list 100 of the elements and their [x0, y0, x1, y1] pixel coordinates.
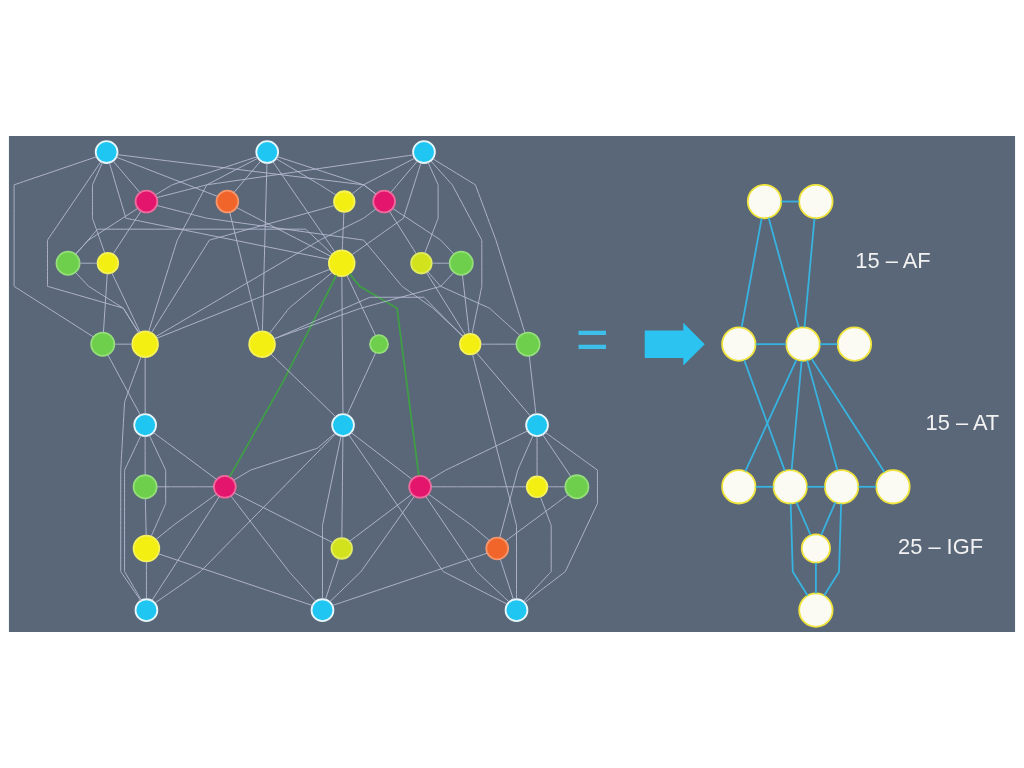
node-circle	[410, 252, 433, 275]
connector	[767, 216, 800, 329]
connector	[158, 553, 313, 606]
connector	[499, 558, 514, 600]
connector	[789, 502, 809, 597]
connector	[389, 211, 417, 255]
connector	[236, 207, 332, 257]
connector	[155, 208, 377, 337]
node-circle	[372, 189, 396, 214]
node-circle	[310, 598, 335, 622]
connector	[148, 434, 167, 537]
connector	[462, 274, 470, 335]
connector	[111, 272, 141, 333]
connector	[229, 212, 260, 332]
node-circle	[215, 189, 240, 214]
connector	[744, 359, 798, 473]
connector	[120, 356, 142, 602]
node-circle	[721, 469, 757, 505]
connector	[790, 360, 803, 471]
node-circle	[515, 331, 541, 357]
node-circle	[836, 326, 873, 362]
node-circle	[798, 592, 834, 628]
connector	[795, 501, 812, 536]
connector	[425, 271, 466, 336]
connector	[431, 262, 451, 264]
connector	[536, 435, 538, 477]
connector	[13, 156, 98, 338]
connector	[523, 496, 552, 602]
node-circle	[131, 330, 159, 358]
label: =	[575, 307, 609, 371]
node-circle	[369, 334, 389, 355]
connector	[428, 493, 490, 541]
connector	[273, 271, 455, 340]
connector	[109, 162, 330, 260]
connector	[107, 354, 141, 416]
connector	[114, 343, 133, 345]
connector	[341, 435, 344, 539]
connector	[430, 160, 483, 334]
connector	[815, 562, 817, 595]
connector	[112, 160, 141, 194]
node-circle	[785, 326, 821, 362]
connector	[228, 274, 338, 478]
node-circle	[798, 183, 834, 220]
connector	[348, 273, 420, 477]
connector	[499, 435, 534, 539]
node-circle	[525, 413, 549, 437]
connector	[261, 162, 268, 332]
connector	[124, 434, 142, 601]
connector	[346, 352, 377, 416]
connector	[47, 161, 140, 334]
node-circle	[333, 190, 356, 213]
connector	[392, 208, 455, 255]
node-circle	[824, 469, 860, 505]
connector	[116, 156, 218, 197]
connector	[148, 157, 259, 332]
connector	[156, 486, 214, 488]
node-circle	[459, 333, 482, 356]
connector	[743, 359, 786, 472]
connector	[350, 432, 413, 480]
node-circle	[255, 140, 280, 164]
node-circle	[746, 183, 783, 220]
connector	[427, 271, 521, 336]
connector	[348, 434, 508, 605]
connector	[424, 161, 439, 254]
node-circle	[412, 140, 436, 164]
connector	[151, 205, 336, 334]
node-circle	[448, 250, 474, 276]
connector	[348, 493, 413, 542]
connector	[351, 157, 415, 195]
node-circle	[721, 326, 757, 362]
connector	[151, 495, 220, 601]
node-circle	[213, 475, 237, 499]
connector	[325, 558, 340, 600]
connector	[155, 493, 217, 540]
node-circle	[133, 413, 157, 437]
connector	[480, 343, 517, 345]
connector	[92, 161, 106, 254]
node-circle	[96, 252, 120, 275]
node-circle	[875, 469, 911, 505]
node-circle	[800, 533, 831, 564]
node-circle	[248, 330, 276, 358]
connector	[428, 430, 529, 481]
connector	[156, 154, 414, 198]
connector	[803, 217, 816, 329]
connector	[475, 352, 531, 417]
connector	[322, 435, 342, 600]
connector	[524, 432, 598, 604]
node-arrow	[644, 322, 705, 366]
connector	[112, 211, 142, 255]
node-circle	[134, 598, 159, 622]
label: 15 – AT	[925, 410, 1000, 436]
connector	[233, 432, 336, 481]
connector	[332, 552, 488, 606]
node-circle	[94, 140, 119, 164]
connector	[505, 494, 569, 542]
connector	[154, 433, 337, 604]
connector	[806, 485, 826, 488]
node-circle	[328, 249, 356, 277]
connector	[144, 356, 146, 415]
connector	[547, 486, 566, 488]
